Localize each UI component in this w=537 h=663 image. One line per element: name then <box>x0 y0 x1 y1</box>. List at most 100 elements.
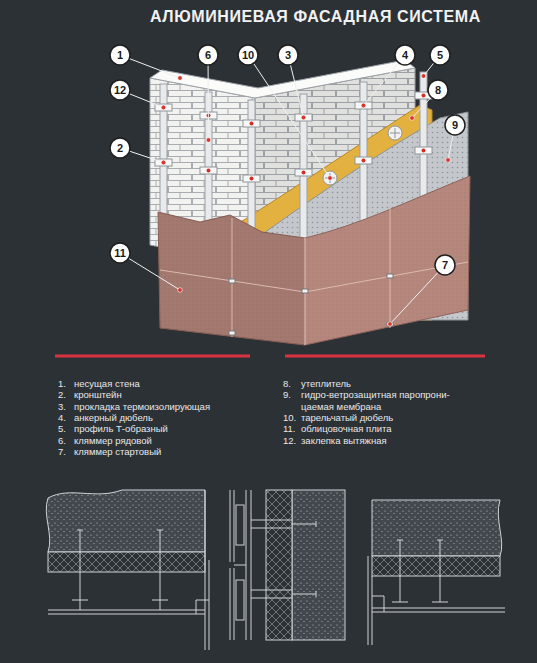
leader-dot-part <box>161 160 166 165</box>
bracket-part <box>415 147 432 154</box>
callout-number: 12 <box>114 84 126 96</box>
anchor-dot-part <box>302 171 306 175</box>
leader-dot <box>161 74 450 327</box>
callout-number: 9 <box>452 119 458 131</box>
legend-number: 10. <box>283 412 296 423</box>
section-drawing-part <box>372 500 502 556</box>
red-rule-part <box>55 355 250 358</box>
anchor-dot-part <box>162 161 166 165</box>
callout-circle: 10 <box>237 44 259 66</box>
anchor-dot-part <box>422 149 426 153</box>
anchor-dot-part <box>302 116 306 120</box>
callout-circle: 5 <box>429 44 451 66</box>
section-drawing-part <box>236 580 244 620</box>
callout-number: 4 <box>402 49 408 61</box>
leader-dot-part <box>410 116 415 121</box>
callout-number: 3 <box>285 49 291 61</box>
leader-line-part <box>390 265 445 324</box>
leader-dot-part <box>206 138 211 143</box>
callout-number: 11 <box>114 247 126 259</box>
legend-text: заклепка вытяжная <box>301 435 387 446</box>
callout-circle: 4 <box>394 44 416 66</box>
anchor-dot-part <box>422 94 426 98</box>
cladding-panel <box>158 176 470 345</box>
cladding-panel-part-part <box>302 289 308 293</box>
section-drawing-part <box>372 596 384 612</box>
bracket-part <box>355 102 372 109</box>
plate-dowel-part <box>390 128 400 138</box>
callout-circle-shape <box>238 45 258 65</box>
callout-circle-shape <box>430 45 450 65</box>
plate-dowel-part <box>388 126 402 140</box>
bracket-part <box>295 169 312 176</box>
red-rule-part <box>285 355 485 358</box>
section-drawing <box>46 490 209 650</box>
cladding-panel-part <box>305 176 470 345</box>
legend-text: облицовочная плита <box>301 423 392 434</box>
callout-circle: 8 <box>427 79 449 101</box>
callout-circle-shape <box>110 138 130 158</box>
callout-circle: 6 <box>197 44 219 66</box>
legend-text: гидро-ветрозащитная паропрони- цаемая ме… <box>301 389 463 412</box>
callout-circle: 11 <box>109 242 131 264</box>
leader-dot-part <box>421 74 426 79</box>
anchor-dot-part <box>362 104 366 108</box>
anchor-dot-part <box>207 169 211 173</box>
section-drawing-part <box>48 552 205 572</box>
legend-number: 11. <box>283 423 296 434</box>
legend-text: кляммер рядовой <box>74 435 152 446</box>
legend-number: 12. <box>283 435 296 446</box>
leader-dot-part <box>446 158 451 163</box>
red-rule <box>55 355 485 358</box>
callout-circle-shape <box>278 45 298 65</box>
legend-text: утеплитель <box>301 378 351 389</box>
section-drawing-part <box>292 490 345 640</box>
bracket-part <box>200 167 217 174</box>
callout-circle-shape <box>395 45 415 65</box>
callout-circle: 1 <box>109 44 131 66</box>
bracket-part <box>295 114 312 121</box>
bracket-part <box>243 120 260 127</box>
section-drawing-part <box>196 600 209 614</box>
callout-circle: 12 <box>109 79 131 101</box>
leader-dot-part <box>178 288 183 293</box>
legend-number: 7. <box>58 446 66 457</box>
section-drawing <box>368 500 505 645</box>
plate-dowel-part <box>323 171 337 185</box>
anchor-dot-part <box>250 177 254 181</box>
callout-circle-shape <box>198 45 218 65</box>
cladding-panel-part-part <box>387 274 393 278</box>
bracket-part <box>243 175 260 182</box>
legend-number: 2. <box>58 389 66 400</box>
section-drawing-part <box>372 608 505 612</box>
leader-dot-part <box>328 176 333 181</box>
legend-number: 3. <box>58 401 66 412</box>
leader-dot-part <box>301 115 306 120</box>
callout-circle-shape <box>435 255 455 275</box>
callout-number: 5 <box>437 49 443 61</box>
legend-text: профиль Т-образный <box>74 423 168 434</box>
legend-text: прокладка термоизолирующая <box>74 401 210 412</box>
anchor-dot-part <box>250 122 254 126</box>
section-drawing-part <box>205 490 209 650</box>
anchor-dot <box>162 94 426 181</box>
cladding-panel-part-part <box>229 279 235 283</box>
leader-dot-part <box>178 76 183 81</box>
section-drawing-part <box>72 530 168 600</box>
legend-text: кронштейн <box>74 389 122 400</box>
title: АЛЮМИНИЕВАЯ ФАСАДНАЯ СИСТЕМА <box>150 8 481 26</box>
leader-line-part <box>248 55 330 178</box>
callout-circle-shape <box>110 45 130 65</box>
callout-circle: 3 <box>277 44 299 66</box>
section-drawing-part <box>251 520 292 598</box>
legend-number: 4. <box>58 412 66 423</box>
leader-dot-part <box>161 105 166 110</box>
section-drawing-part <box>266 490 292 640</box>
plate-dowel-part <box>325 173 335 183</box>
section-drawing-part <box>246 490 251 640</box>
section-drawing-part <box>292 521 316 597</box>
callout-number: 6 <box>205 49 211 61</box>
legend-text: несущая стена <box>74 378 140 389</box>
cladding-panel-part-part <box>387 322 393 326</box>
